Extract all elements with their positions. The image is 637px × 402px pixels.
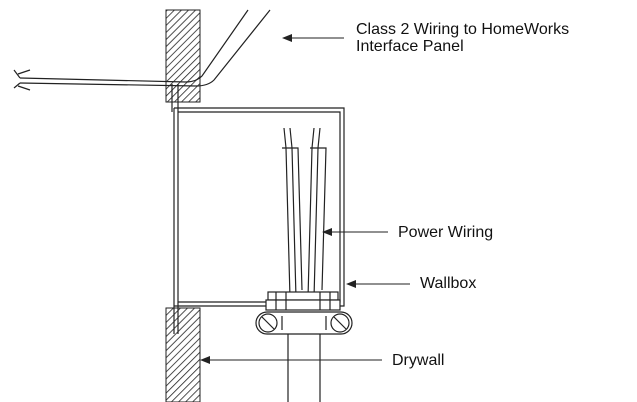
wallbox [173, 107, 345, 334]
connector-nut [265, 291, 341, 311]
drywall-lower [165, 307, 201, 402]
label-wallbox: Wallbox [420, 275, 477, 292]
arrowheads [200, 34, 356, 364]
label-class2-line1: Class 2 Wiring to HomeWorks [356, 21, 570, 38]
drywall-upper [165, 9, 201, 103]
label-class2-line2: Interface Panel [356, 38, 464, 55]
label-drywall: Drywall [392, 352, 445, 369]
power-wiring [282, 127, 327, 299]
label-power-wiring: Power Wiring [398, 224, 494, 241]
class2-cable [13, 9, 271, 112]
leader-lines [202, 37, 410, 361]
conduit [287, 334, 321, 402]
cable-clamp [255, 311, 353, 335]
